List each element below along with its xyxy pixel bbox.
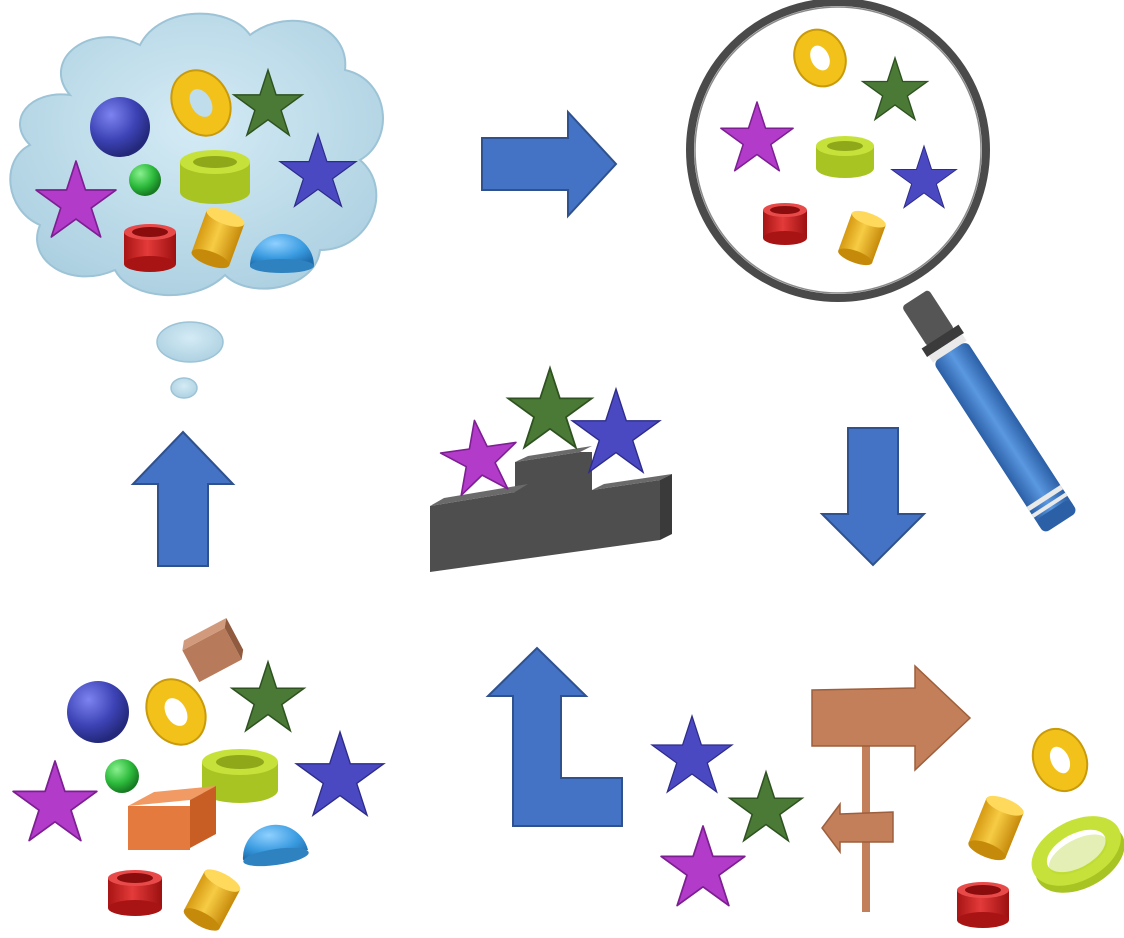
magnifier-handle [903,290,1076,532]
red-cylinder-icon [957,882,1009,928]
brown-box-icon [182,617,244,683]
thought-bubble-small [170,377,198,399]
yellow-cylinder-icon [183,869,241,931]
red-cylinder-icon [763,203,807,245]
green-star-icon [232,662,304,731]
gold-torus-icon [793,28,847,88]
yellow-cylinder-icon [838,210,886,266]
gold-torus-icon [145,678,207,746]
lime-ring-icon [180,150,250,204]
podium [430,368,672,572]
arrow-right [481,109,618,219]
lime-ring-icon [816,136,874,178]
magnifier [686,0,1076,532]
lime-ring-icon [1031,816,1124,893]
purple-star-icon [13,761,97,841]
scattered-items [13,617,384,931]
yellow-cylinder-icon [191,207,245,269]
thought-cloud [9,12,384,399]
blue-star-icon [652,716,732,792]
signpost [811,664,972,912]
blue-sphere-icon [90,97,150,157]
yellow-cylinder-icon [968,795,1024,861]
gold-torus-icon [170,69,232,137]
arrow-down [819,427,927,567]
arrow-up-left [485,646,623,827]
green-star-icon [508,368,592,448]
green-star-icon [730,772,802,841]
blue-star-icon [296,732,383,815]
blue-sphere-icon [67,681,129,743]
purple-star-icon [661,826,745,906]
orange-box-icon [128,786,216,850]
sorted-items [652,664,1124,928]
cyan-dome-icon [250,234,314,273]
cyan-dome-icon [242,824,309,867]
thought-bubble-large [156,321,224,363]
red-cylinder-icon [108,870,162,916]
red-cylinder-icon [124,224,176,272]
green-sphere-icon [105,759,139,793]
arrow-up [130,430,236,567]
green-sphere-icon [129,164,161,196]
lime-ring-icon [202,749,278,803]
gold-torus-icon [1031,727,1089,793]
purple-star-icon [437,415,522,497]
